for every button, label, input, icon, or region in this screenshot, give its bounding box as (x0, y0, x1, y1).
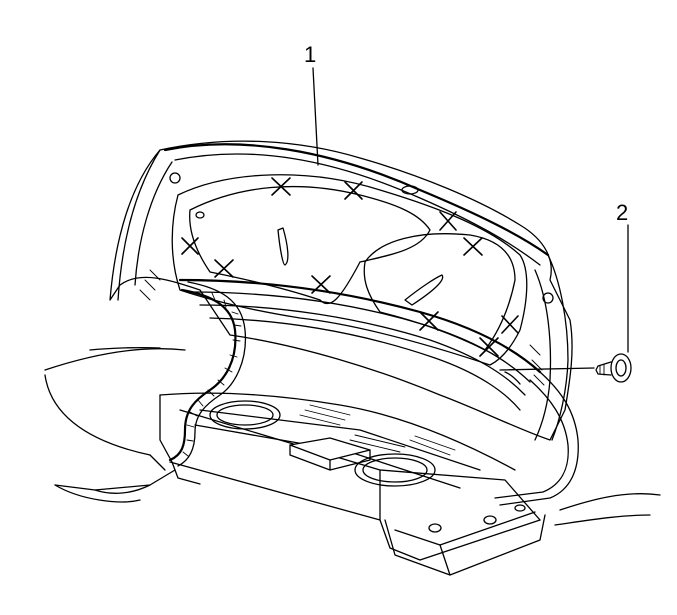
push-in-retainer (595, 353, 632, 383)
callout-2-label: 2 (616, 200, 628, 225)
trunk-lid (109, 140, 573, 441)
callout-leaders (312, 67, 629, 371)
retainer-location-marks (181, 177, 519, 357)
lid-hinge (494, 371, 579, 506)
callout-1-label: 1 (304, 42, 316, 67)
callout-2-leader-horizontal (499, 367, 595, 371)
left-quarter-panel (44, 346, 186, 503)
callout-1-leader (312, 67, 319, 166)
right-quarter-panel (554, 493, 661, 526)
trunk-compartment (149, 392, 546, 576)
